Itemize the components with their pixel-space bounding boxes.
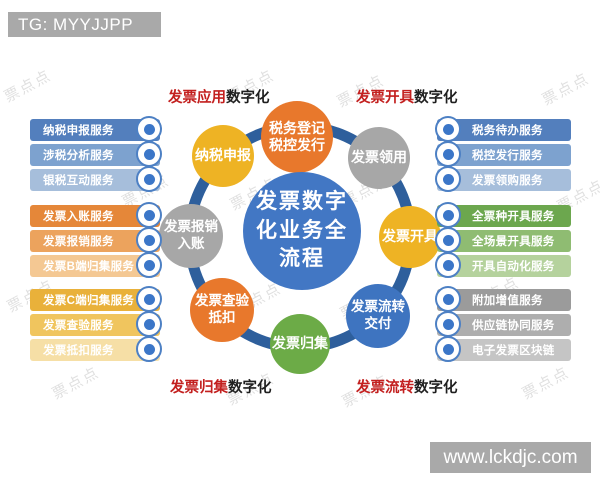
bullet-dot-icon — [136, 227, 162, 253]
pill-label: 银税互动服务 — [43, 175, 114, 187]
node-invoice-transfer-delivery: 发票流转 交付 — [346, 284, 410, 348]
pill-label: 全场景开具服务 — [472, 236, 555, 248]
left-pill-group-reimbursement: 发票入账服务 发票报销服务 发票B端归集服务 — [30, 202, 162, 280]
section-label-rest: 数字化 — [226, 90, 270, 106]
bullet-dot-icon — [435, 252, 461, 278]
node-invoice-reimbursement-booking: 发票报销 入账 — [159, 204, 223, 268]
pill-label: 供应链协同服务 — [472, 320, 555, 332]
pill-label: 涉税分析服务 — [43, 150, 114, 162]
node-tax-registration: 税务登记 税控发行 — [261, 101, 333, 173]
bullet-dot-icon — [435, 227, 461, 253]
pill-label: 发票C端归集服务 — [43, 295, 135, 307]
watermark: 票点点 — [519, 363, 573, 403]
service-pill: 供应链协同服务 — [435, 311, 571, 337]
left-pill-group-tax: 纳税申报服务 涉税分析服务 银税互动服务 — [30, 116, 162, 194]
pill-label: 税控发行服务 — [472, 150, 543, 162]
pill-label: 开具自动化服务 — [472, 261, 555, 273]
pill-label: 税务待办服务 — [472, 125, 543, 137]
service-pill: 税务待办服务 — [435, 116, 571, 142]
pill-label: 发票查验服务 — [43, 320, 114, 332]
section-label-invoice-collection: 发票归集数字化 — [170, 376, 272, 397]
service-pill: 银税互动服务 — [30, 166, 162, 192]
section-label-highlight: 发票应用 — [168, 90, 226, 106]
bullet-dot-icon — [136, 252, 162, 278]
bullet-dot-icon — [435, 116, 461, 142]
service-pill: 发票报销服务 — [30, 227, 162, 253]
pill-label: 全票种开具服务 — [472, 211, 555, 223]
bullet-dot-icon — [136, 166, 162, 192]
section-label-invoice-transfer: 发票流转数字化 — [356, 376, 458, 397]
section-label-rest: 数字化 — [414, 380, 458, 396]
service-pill: 涉税分析服务 — [30, 141, 162, 167]
pill-label: 发票领购服务 — [472, 175, 543, 187]
bullet-dot-icon — [435, 311, 461, 337]
service-pill: 发票入账服务 — [30, 202, 162, 228]
service-pill: 发票抵扣服务 — [30, 336, 162, 362]
section-label-highlight: 发票流转 — [356, 380, 414, 396]
bullet-dot-icon — [136, 141, 162, 167]
service-pill: 开具自动化服务 — [435, 252, 571, 278]
node-tax-filing: 纳税申报 — [192, 125, 254, 187]
service-pill: 全票种开具服务 — [435, 202, 571, 228]
bullet-dot-icon — [435, 166, 461, 192]
section-label-highlight: 发票归集 — [170, 380, 228, 396]
service-pill: 纳税申报服务 — [30, 116, 162, 142]
service-pill: 电子发票区块链 — [435, 336, 571, 362]
section-label-invoice-issuing: 发票开具数字化 — [356, 86, 458, 107]
bullet-dot-icon — [435, 141, 461, 167]
pill-label: 发票抵扣服务 — [43, 345, 114, 357]
bullet-dot-icon — [435, 336, 461, 362]
website-banner: www.lckdjc.com — [430, 442, 591, 473]
service-pill: 税控发行服务 — [435, 141, 571, 167]
pill-label: 电子发票区块链 — [472, 345, 555, 357]
left-pill-group-collection: 发票C端归集服务 发票查验服务 发票抵扣服务 — [30, 286, 162, 364]
pill-label: 纳税申报服务 — [43, 125, 114, 137]
pill-label: 发票入账服务 — [43, 211, 114, 223]
bullet-dot-icon — [435, 202, 461, 228]
section-label-rest: 数字化 — [414, 90, 458, 106]
watermark: 票点点 — [1, 66, 55, 106]
service-pill: 附加增值服务 — [435, 286, 571, 312]
bullet-dot-icon — [136, 286, 162, 312]
node-invoice-issuing: 发票开具 — [379, 206, 441, 268]
right-pill-group-value-added: 附加增值服务 供应链协同服务 电子发票区块链 — [435, 286, 571, 364]
section-label-rest: 数字化 — [228, 380, 272, 396]
service-pill: 全场景开具服务 — [435, 227, 571, 253]
bullet-dot-icon — [136, 311, 162, 337]
service-pill: 发票查验服务 — [30, 311, 162, 337]
bullet-dot-icon — [435, 286, 461, 312]
section-label-highlight: 发票开具 — [356, 90, 414, 106]
right-pill-group-issuing: 全票种开具服务 全场景开具服务 开具自动化服务 — [435, 202, 571, 280]
bullet-dot-icon — [136, 202, 162, 228]
pill-label: 发票B端归集服务 — [43, 261, 135, 273]
watermark: 票点点 — [49, 363, 103, 403]
node-invoice-receiving: 发票领用 — [348, 127, 410, 189]
node-invoice-verification-deduction: 发票查验 抵扣 — [190, 278, 254, 342]
section-label-invoice-application: 发票应用数字化 — [168, 86, 270, 107]
center-title-circle: 发票数字 化业务全 流程 — [243, 172, 361, 290]
source-tag-banner: TG: MYYJJPP — [8, 12, 161, 37]
right-pill-group-issuance-prep: 税务待办服务 税控发行服务 发票领购服务 — [435, 116, 571, 194]
service-pill: 发票B端归集服务 — [30, 252, 162, 278]
pill-label: 发票报销服务 — [43, 236, 114, 248]
node-invoice-collection: 发票归集 — [270, 314, 330, 374]
watermark: 票点点 — [539, 69, 593, 109]
pill-label: 附加增值服务 — [472, 295, 543, 307]
bullet-dot-icon — [136, 116, 162, 142]
service-pill: 发票C端归集服务 — [30, 286, 162, 312]
service-pill: 发票领购服务 — [435, 166, 571, 192]
bullet-dot-icon — [136, 336, 162, 362]
